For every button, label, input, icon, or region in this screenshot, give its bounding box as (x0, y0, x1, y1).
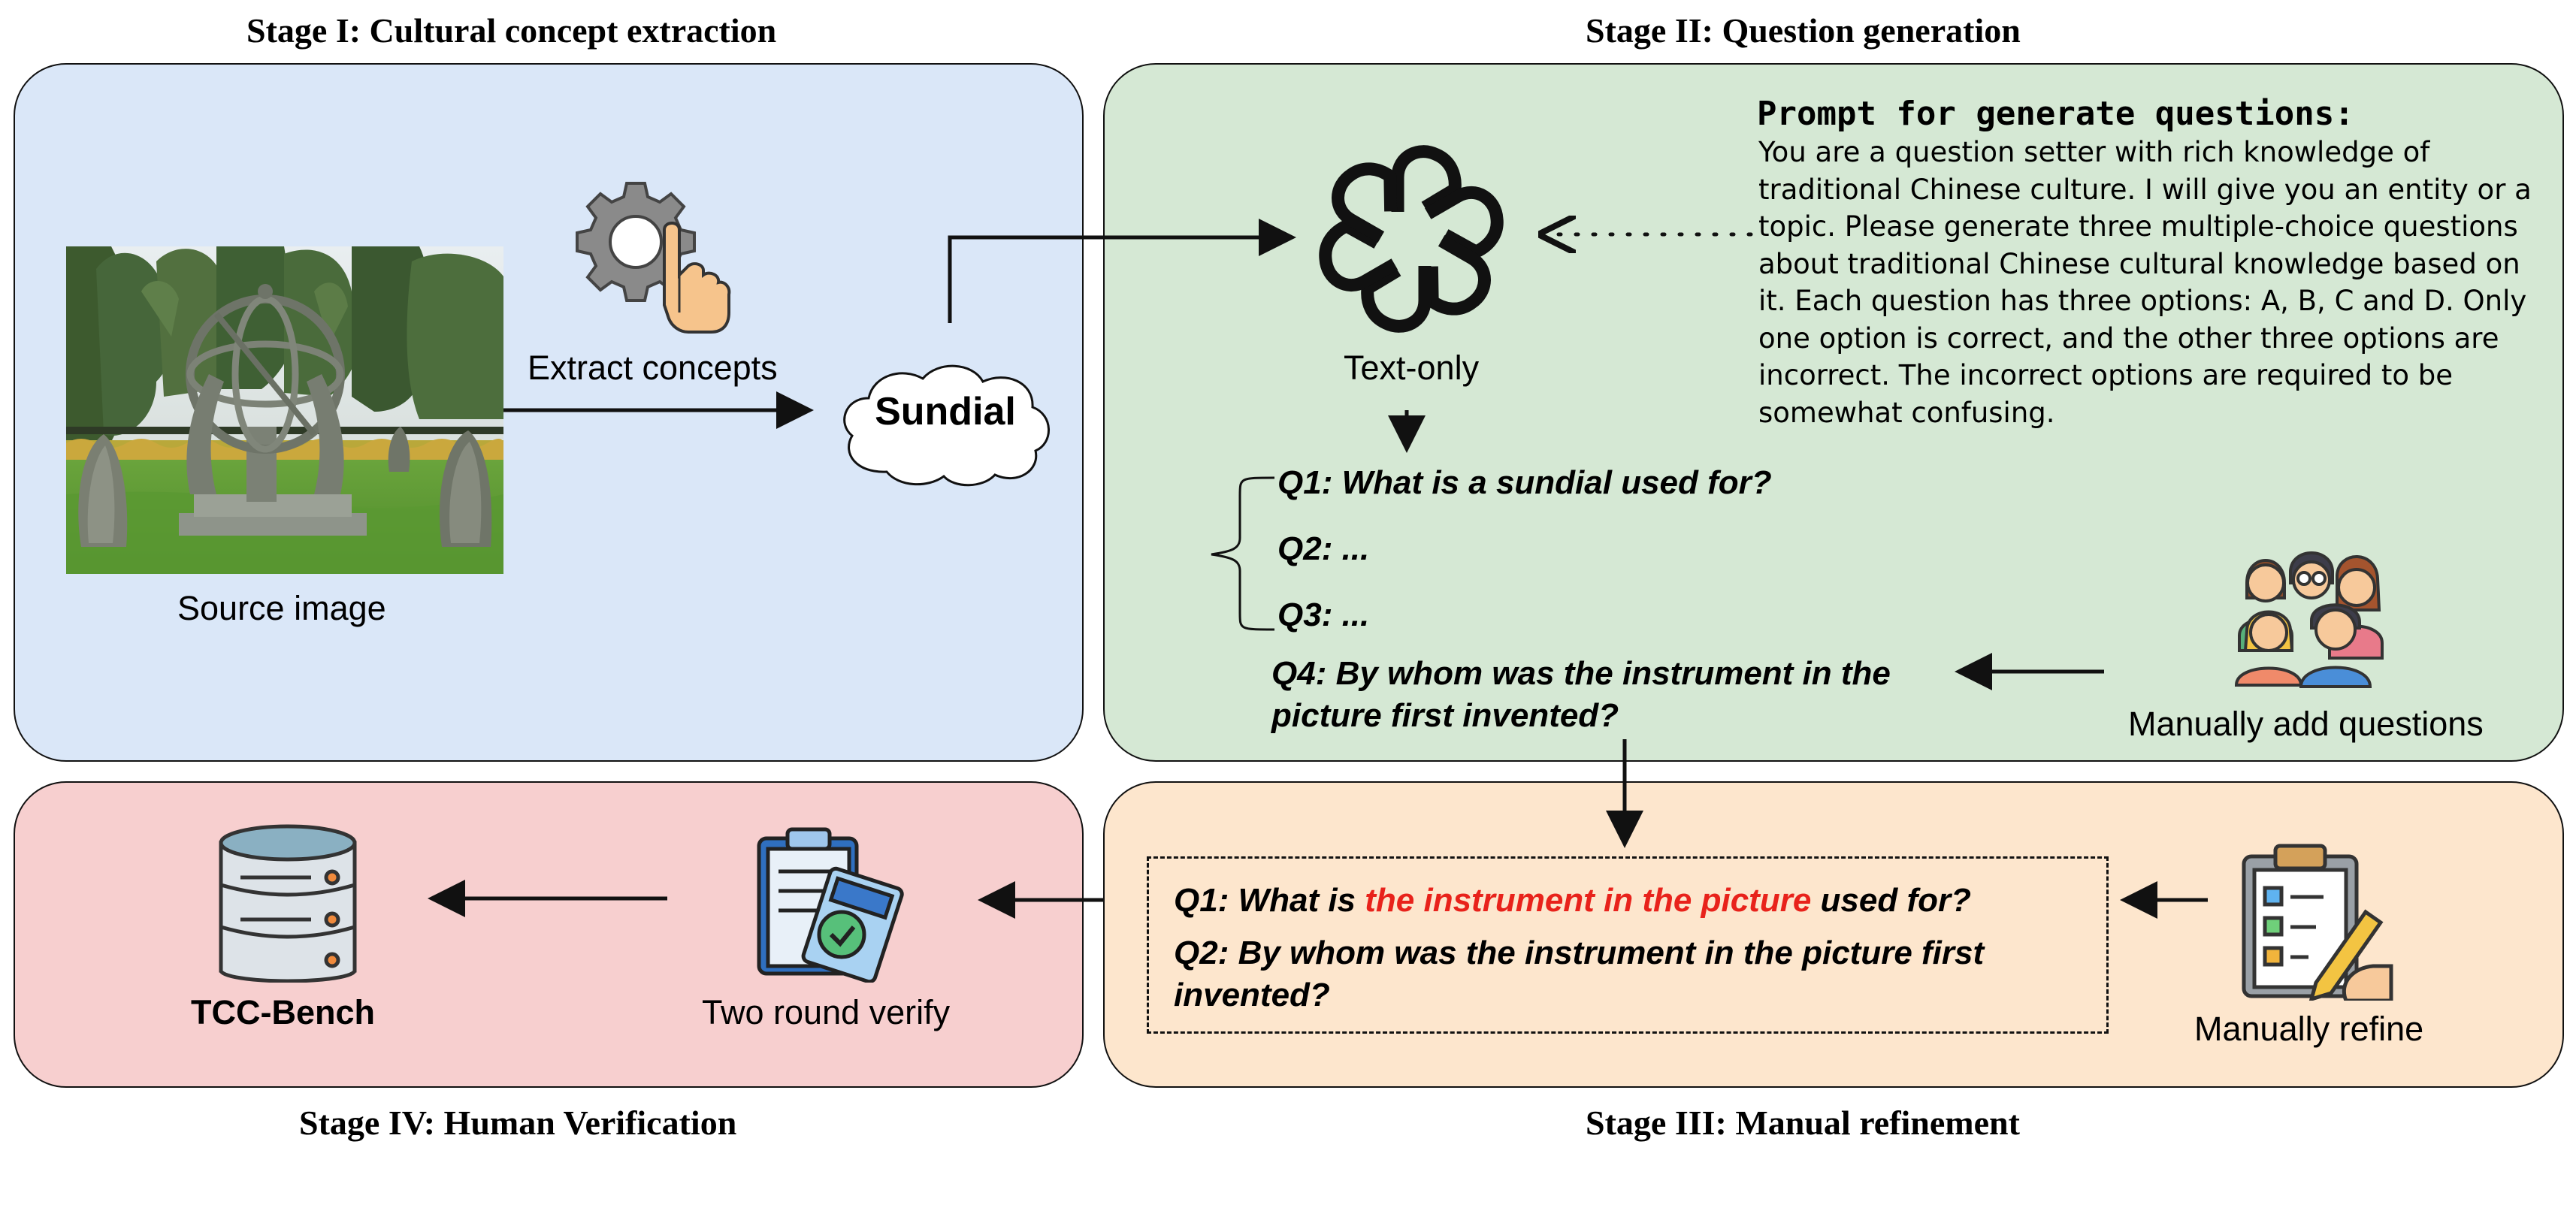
concept-text: Sundial (875, 390, 1016, 433)
source-image (66, 246, 503, 574)
two-round-verify-label: Two round verify (702, 993, 951, 1031)
manually-add-label: Manually add questions (2128, 705, 2484, 743)
verify-clipboard-icon (757, 827, 904, 983)
question-q4-line2: picture first invented? (1271, 697, 1619, 734)
source-image-label: Source image (177, 589, 386, 627)
prompt-body: You are a question setter with rich know… (1758, 136, 2532, 429)
tcc-bench-label: TCC-Bench (191, 993, 375, 1031)
clipboard-pencil-icon (2242, 844, 2393, 1001)
text-only-label: Text-only (1344, 349, 1480, 387)
people-icon (2234, 551, 2384, 688)
stage2-title: Stage II: Question generation (1586, 11, 2021, 50)
refined-q2-line2: invented? (1174, 977, 1330, 1013)
stage4-title: Stage IV: Human Verification (299, 1104, 737, 1142)
llm-logo-icon (1312, 145, 1510, 338)
extract-concepts-label: Extract concepts (528, 349, 778, 387)
stage3-title: Stage III: Manual refinement (1586, 1104, 2020, 1142)
refined-q1: Q1: What is the instrument in the pictur… (1174, 882, 1971, 919)
stage4-panel (14, 781, 1084, 1088)
database-icon (219, 824, 357, 983)
gear-hand-icon (576, 182, 731, 334)
question-q3: Q3: ... (1277, 596, 1370, 633)
stage1-title: Stage I: Cultural concept extraction (246, 11, 777, 50)
concept-cloud (843, 364, 1050, 487)
prompt-title: Prompt for generate questions: (1757, 95, 2354, 133)
refined-q2-line1: Q2: By whom was the instrument in the pi… (1174, 935, 1985, 971)
arrow-concept-to-llm (948, 219, 1296, 323)
question-q1: Q1: What is a sundial used for? (1277, 464, 1772, 501)
question-q2: Q2: ... (1277, 530, 1370, 567)
refined-questions-box (1147, 856, 2109, 1034)
question-q4-line1: Q4: By whom was the instrument in the (1271, 655, 1891, 692)
questions-brace (1211, 476, 1275, 631)
manually-refine-label: Manually refine (2194, 1010, 2424, 1048)
